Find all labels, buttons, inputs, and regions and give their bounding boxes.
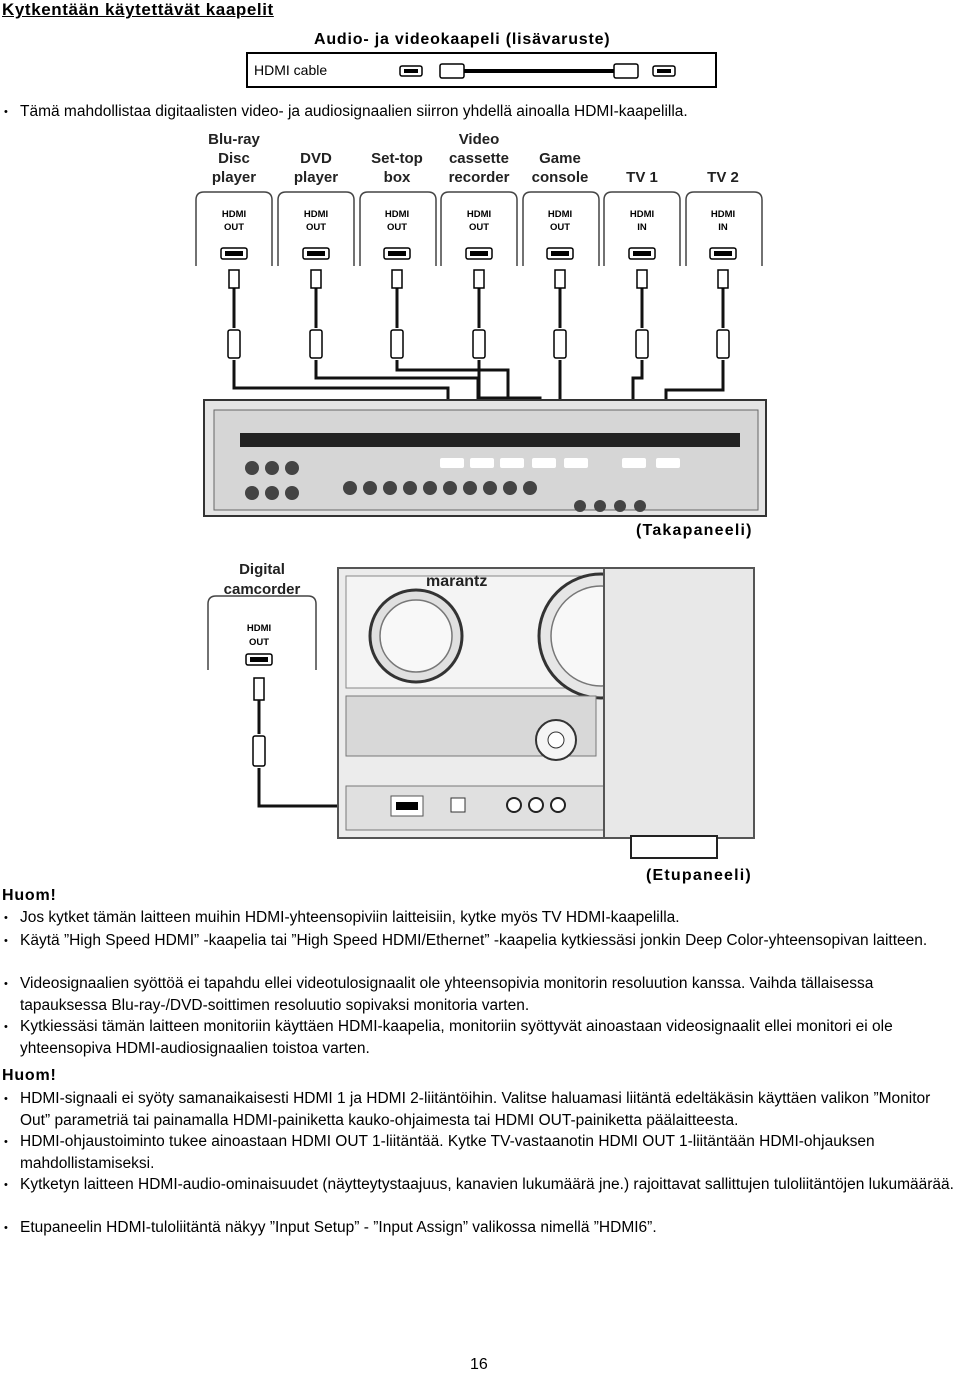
svg-text:IN: IN: [718, 222, 728, 233]
svg-text:HDMI: HDMI: [247, 623, 271, 634]
svg-text:Video: Video: [459, 131, 500, 148]
svg-text:OUT: OUT: [469, 222, 489, 233]
svg-text:Set-top: Set-top: [371, 150, 423, 167]
svg-text:IN: IN: [637, 222, 647, 233]
note1-item-4: Kytkiessäsi tämän laitteen monitoriin kä…: [4, 1016, 954, 1060]
page-title: Kytkentään käytettävät kaapelit: [2, 0, 274, 19]
device-label-bluray: Blu-ray Disc player: [208, 131, 260, 186]
svg-text:camcorder: camcorder: [224, 581, 301, 598]
cable-heading: Audio- ja videokaapeli (lisävaruste): [314, 31, 611, 48]
svg-text:OUT: OUT: [387, 222, 407, 233]
svg-text:HDMI: HDMI: [304, 209, 328, 220]
svg-text:HDMI: HDMI: [630, 209, 654, 220]
svg-text:HDMI: HDMI: [711, 209, 735, 220]
svg-text:TV 1: TV 1: [626, 169, 658, 186]
receiver-front-panel: marantz: [337, 567, 755, 859]
note2-item-4: Etupaneelin HDMI-tuloliitäntä näkyy ”Inp…: [4, 1217, 954, 1239]
hdmi-port-icons: [220, 247, 737, 260]
svg-text:Digital: Digital: [239, 561, 285, 578]
front-connection-diagram: Digital camcorder HDMI OUT marantz: [207, 561, 755, 859]
svg-text:recorder: recorder: [449, 169, 510, 186]
svg-text:Blu-ray: Blu-ray: [208, 131, 260, 148]
note1-item-1: Jos kytket tämän laitteen muihin HDMI-yh…: [4, 907, 954, 929]
device-label-settop: Set-top box: [371, 150, 423, 186]
svg-text:OUT: OUT: [306, 222, 326, 233]
svg-text:cassette: cassette: [449, 150, 509, 167]
device-label-dvd: DVD player: [294, 150, 338, 186]
svg-text:HDMI: HDMI: [548, 209, 572, 220]
svg-text:HDMI: HDMI: [222, 209, 246, 220]
note2-item-1: HDMI-signaali ei syöty samanaikaisesti H…: [4, 1088, 954, 1132]
svg-text:HDMI: HDMI: [467, 209, 491, 220]
receiver-rear-panel: [203, 399, 767, 517]
note1-item-2: Käytä ”High Speed HDMI” -kaapelia tai ”H…: [4, 930, 954, 952]
note2-item-3: Kytketyn laitteen HDMI-audio-ominaisuude…: [4, 1174, 954, 1196]
device-label-vcr: Video cassette recorder: [449, 131, 510, 186]
device-label-tv2: TV 2: [707, 169, 739, 186]
device-label-tv1: TV 1: [626, 169, 658, 186]
svg-text:TV 2: TV 2: [707, 169, 739, 186]
svg-text:player: player: [294, 169, 338, 186]
rear-panel-caption: (Takapaneeli): [636, 522, 753, 539]
intro-bullet: Tämä mahdollistaa digitaalisten video- j…: [4, 101, 954, 123]
svg-text:player: player: [212, 169, 256, 186]
rear-connection-diagram: Blu-ray Disc player DVD player Set-top b…: [195, 131, 767, 517]
hdmi-cable-label: HDMI cable: [254, 62, 328, 78]
device-port-labels: HDMI OUT HDMI OUT HDMI OUT HDMI OUT HDMI…: [222, 209, 735, 233]
note-heading-1: Huom!: [2, 887, 57, 904]
front-panel-caption: (Etupaneeli): [646, 867, 752, 884]
device-label-camcorder: Digital camcorder: [224, 561, 301, 598]
hdmi-cable-icon: [399, 63, 676, 79]
note-heading-2: Huom!: [2, 1067, 57, 1084]
device-boxes: [195, 191, 763, 266]
cable-connectors: [227, 269, 730, 359]
hdmi-cable-box: HDMI cable: [246, 52, 717, 88]
device-label-game: Game console: [532, 150, 589, 186]
brand-logo: marantz: [426, 573, 487, 590]
svg-text:Game: Game: [539, 150, 581, 167]
svg-text:Disc: Disc: [218, 150, 250, 167]
svg-text:OUT: OUT: [249, 637, 269, 648]
svg-text:console: console: [532, 169, 589, 186]
svg-text:HDMI: HDMI: [385, 209, 409, 220]
note1-item-3: Videosignaalien syöttöä ei tapahdu ellei…: [4, 973, 954, 1017]
svg-text:box: box: [384, 169, 411, 186]
page-number: 16: [470, 1356, 488, 1373]
svg-text:OUT: OUT: [224, 222, 244, 233]
svg-text:OUT: OUT: [550, 222, 570, 233]
note2-item-2: HDMI-ohjaustoiminto tukee ainoastaan HDM…: [4, 1131, 954, 1175]
camcorder-port-labels: HDMI OUT: [247, 623, 271, 648]
svg-text:DVD: DVD: [300, 150, 332, 167]
